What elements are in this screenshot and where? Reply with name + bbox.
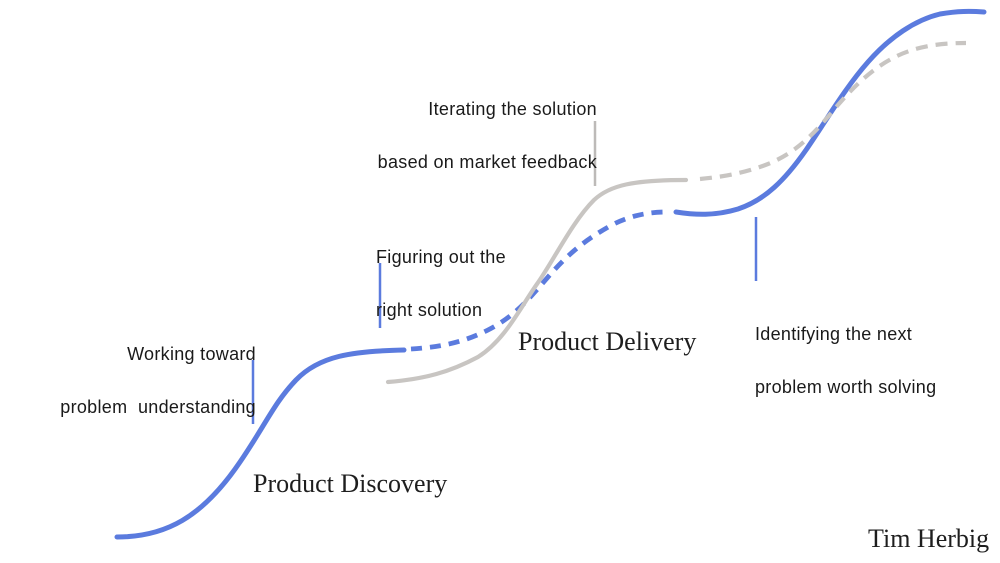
annotation-working-toward-line1: Working toward — [127, 344, 256, 364]
delivery-curve-segment-2-dashed — [699, 40, 967, 182]
label-product-delivery: Product Delivery — [518, 327, 697, 356]
annotation-identifying-next: Identifying the next problem worth solvi… — [755, 291, 936, 431]
attribution-tim-herbig: Tim Herbig — [868, 524, 990, 553]
delivery-curve-segment-1-solid — [385, 177, 689, 385]
annotation-identifying-next-line1: Identifying the next — [755, 324, 913, 344]
label-product-discovery: Product Discovery — [253, 469, 448, 498]
annotation-iterating-solution-line2: based on market feedback — [377, 151, 597, 172]
annotation-figuring-out: Figuring out the right solution — [376, 214, 506, 354]
annotation-figuring-out-line2: right solution — [376, 299, 483, 320]
annotation-iterating-solution-line1: Iterating the solution — [428, 99, 597, 119]
annotation-identifying-next-line2: problem worth solving — [755, 376, 937, 397]
discovery-curve-segment-2-dashed — [410, 209, 667, 352]
annotation-working-toward: Working toward problem understanding — [30, 311, 256, 451]
annotation-working-toward-line2: problem understanding — [60, 396, 256, 417]
discovery-curve-segment-1-solid — [114, 347, 407, 540]
annotation-figuring-out-line1: Figuring out the — [376, 247, 506, 267]
annotation-iterating-solution: Iterating the solution based on market f… — [300, 66, 597, 206]
